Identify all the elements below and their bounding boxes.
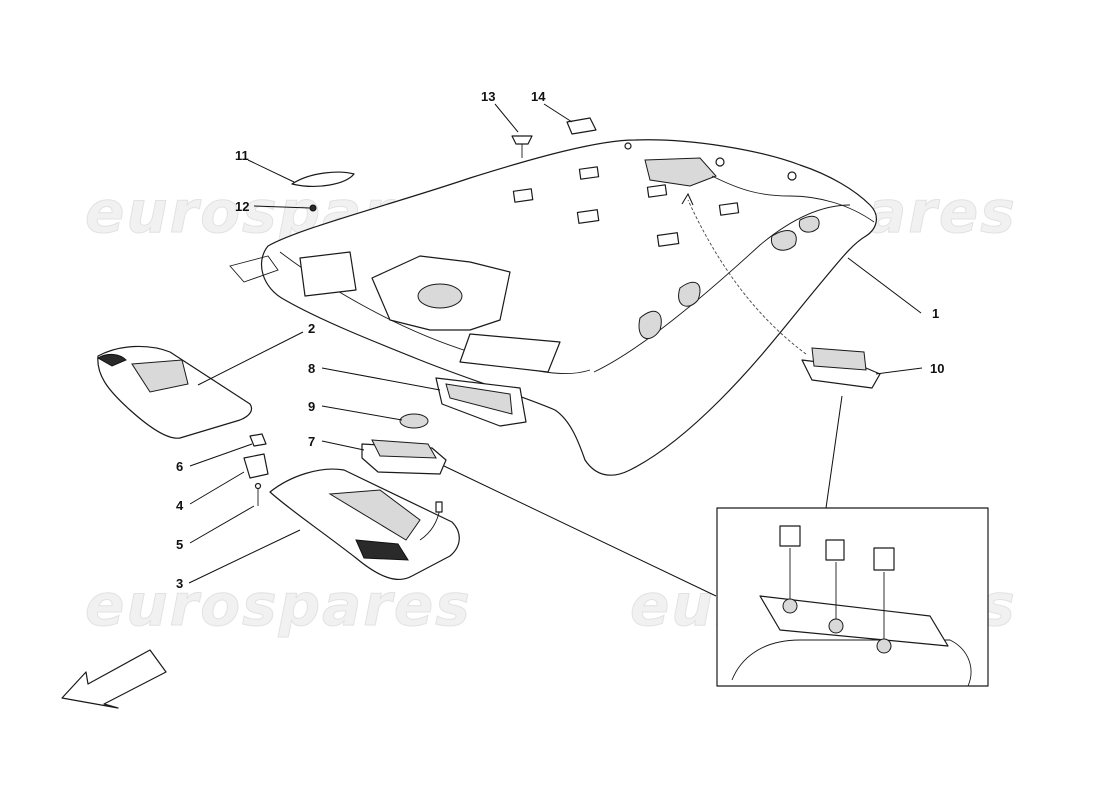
callout-8: 8 — [308, 361, 315, 376]
roof-console-part-8 — [435, 377, 527, 427]
screw-part-12 — [309, 204, 317, 212]
callout-7: 7 — [308, 434, 315, 449]
callout-2: 2 — [308, 321, 315, 336]
cap-part-9 — [399, 413, 429, 429]
bracket-part-6 — [249, 433, 267, 447]
leader-lines — [188, 103, 923, 597]
grab-handle-part-11 — [291, 171, 355, 187]
reading-light-part-10 — [801, 347, 881, 389]
callout-12: 12 — [235, 199, 249, 214]
watermark-text: eurospares — [85, 571, 472, 639]
sun-visor-left-part-2 — [97, 345, 253, 439]
dome-light-part-7 — [361, 439, 447, 475]
callout-1: 1 — [932, 306, 939, 321]
hinge-part-4 — [243, 453, 269, 479]
callout-11: 11 — [235, 148, 249, 163]
callout-10: 10 — [930, 361, 944, 376]
sun-visor-right-part-3 — [269, 468, 460, 580]
detail-inset — [716, 507, 989, 687]
clip-part-13 — [511, 135, 533, 158]
pad-part-14 — [566, 117, 597, 135]
headliner-panel — [229, 139, 877, 476]
callout-13: 13 — [481, 89, 495, 104]
callout-3: 3 — [176, 576, 183, 591]
callout-4: 4 — [176, 498, 184, 513]
callout-14: 14 — [531, 89, 546, 104]
callout-5: 5 — [176, 537, 183, 552]
callout-labels: 1 2 3 4 5 6 7 8 9 10 11 12 13 14 — [176, 89, 944, 591]
callout-6: 6 — [176, 459, 183, 474]
callout-9: 9 — [308, 399, 315, 414]
front-direction-arrow-icon — [61, 649, 167, 709]
screw-part-5 — [254, 482, 262, 506]
